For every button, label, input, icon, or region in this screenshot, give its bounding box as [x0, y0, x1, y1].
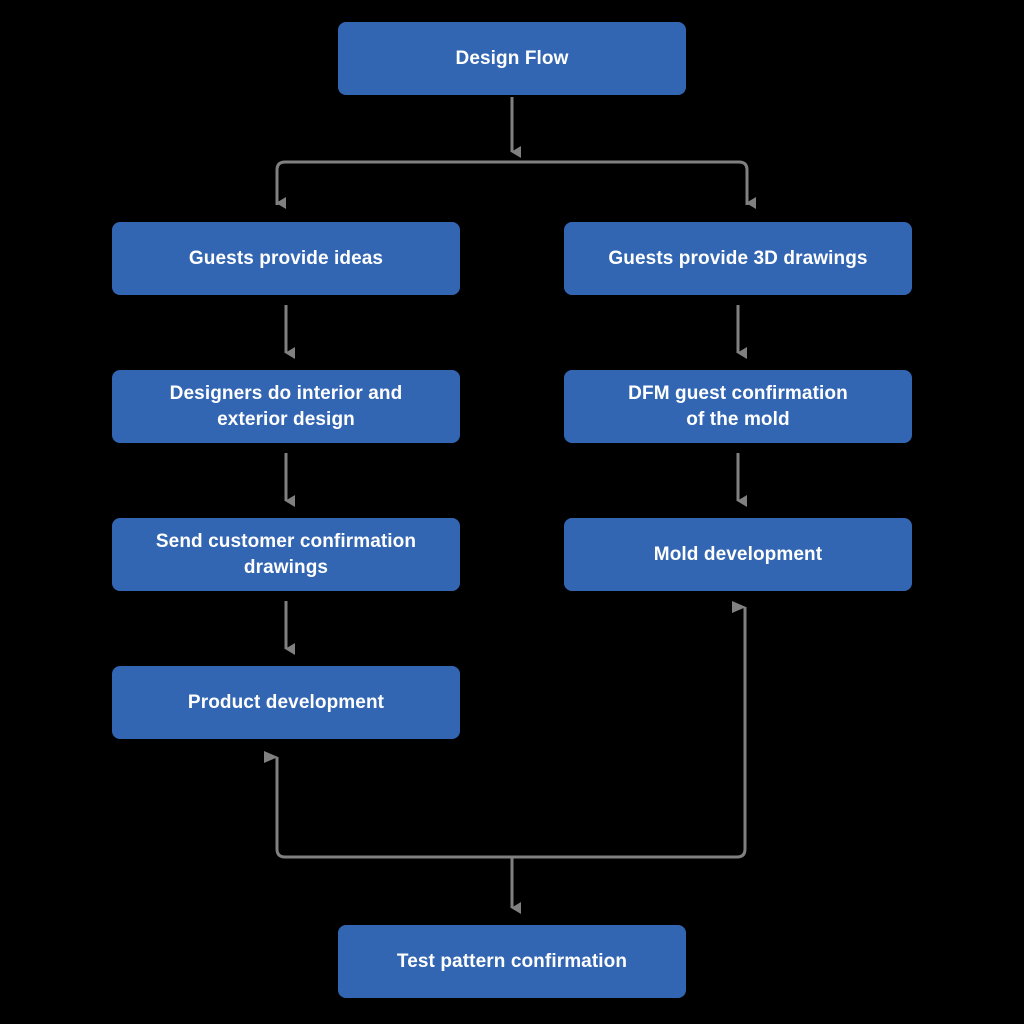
node-designers-do-interior-and-exterior-design[interactable]: Designers do interior and exterior desig…	[112, 370, 460, 443]
node-guests-provide-3d-drawings[interactable]: Guests provide 3D drawings	[564, 222, 912, 295]
node-send-customer-confirmation-drawings[interactable]: Send customer confirmation drawings	[112, 518, 460, 591]
node-label-designers-do-interior-and-exterior-design: Designers do interior and exterior desig…	[169, 383, 403, 430]
node-label-design-flow: Design Flow	[455, 47, 569, 69]
node-label-mold-development: Mold development	[653, 543, 823, 565]
node-mold-development[interactable]: Mold development	[564, 518, 912, 591]
node-label-product-development: Product development	[187, 691, 385, 713]
node-label-send-customer-confirmation-drawings: Send customer confirmation drawings	[155, 531, 417, 578]
node-product-development[interactable]: Product development	[112, 666, 460, 739]
node-test-pattern-confirmation[interactable]: Test pattern confirmation	[338, 925, 686, 998]
connector-split-bar	[275, 160, 749, 205]
node-label-guests-provide-3d-drawings: Guests provide 3D drawings	[608, 247, 868, 269]
node-label-dfm-guest-confirmation-of-the-mold: DFM guest confirmation of the mold	[628, 383, 848, 430]
node-dfm-guest-confirmation-of-the-mold[interactable]: DFM guest confirmation of the mold	[564, 370, 912, 443]
node-label-guests-provide-ideas: Guests provide ideas	[188, 247, 384, 269]
node-label-test-pattern-confirmation: Test pattern confirmation	[396, 950, 628, 972]
node-design-flow[interactable]: Design Flow	[338, 22, 686, 95]
node-guests-provide-ideas[interactable]: Guests provide ideas	[112, 222, 460, 295]
